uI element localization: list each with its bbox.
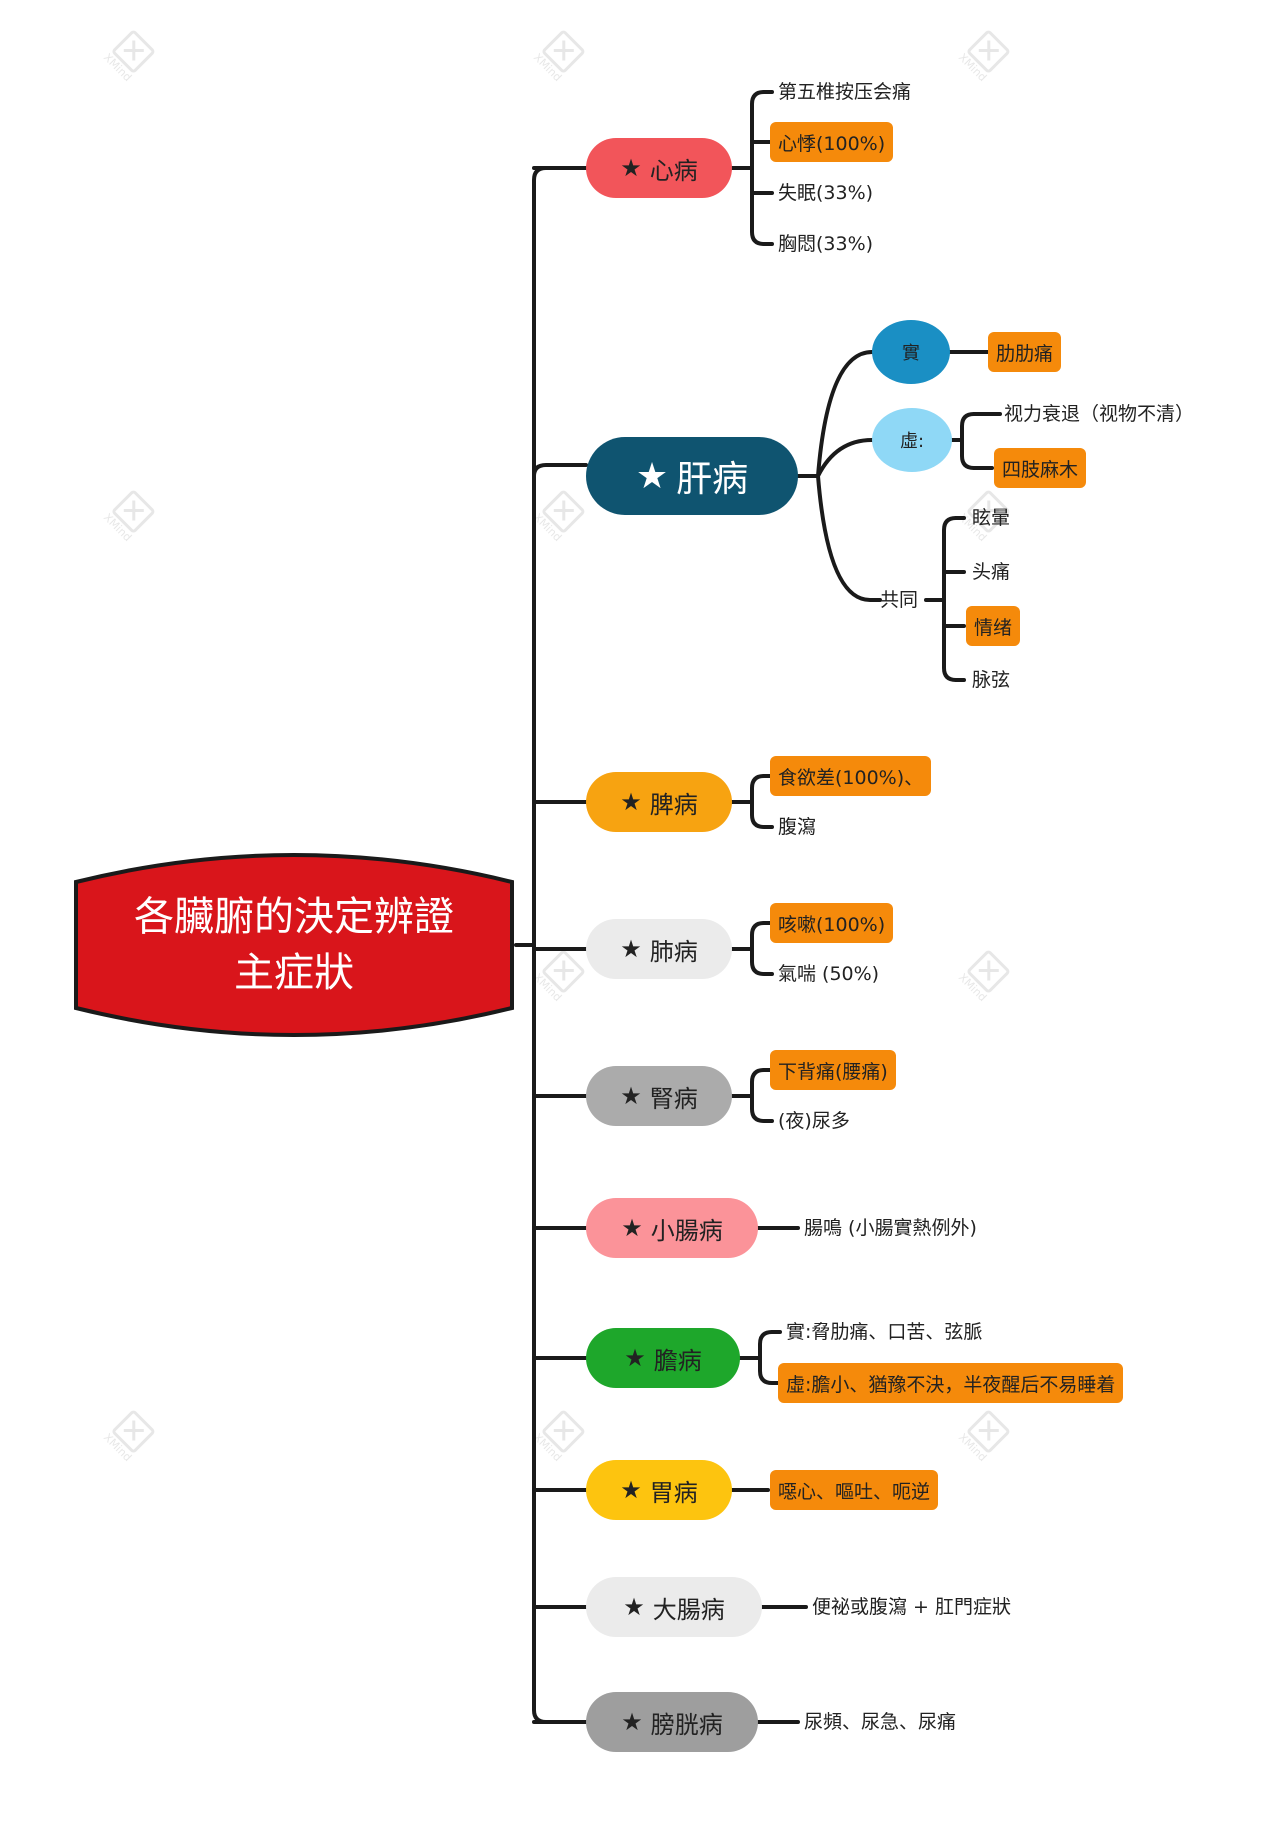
heart-item[interactable]: 失眠(33%) <box>778 182 874 204</box>
large-intestine-item[interactable]: 便祕或腹瀉 + 肛門症狀 <box>812 1596 1011 1618</box>
liver-common-item[interactable]: 脉弦 <box>972 669 1011 691</box>
topic-lung[interactable]: ★肺病 <box>586 919 732 979</box>
lung-item[interactable]: 氣喘 (50%) <box>778 963 880 985</box>
star-icon: ★ <box>620 935 642 963</box>
heart-item-highlight[interactable]: 心悸(100%) <box>770 122 894 162</box>
central-topic[interactable]: 各臟腑的決定辨證 主症狀 <box>72 852 516 1038</box>
central-topic-line-1: 各臟腑的決定辨證 <box>134 894 454 940</box>
topic-kidney[interactable]: ★腎病 <box>586 1066 732 1126</box>
topic-stomach[interactable]: ★胃病 <box>586 1460 732 1520</box>
liver-excess-node[interactable]: 實 <box>872 320 950 384</box>
star-icon: ★ <box>621 1708 643 1736</box>
heart-item[interactable]: 胸悶(33%) <box>778 233 874 255</box>
topic-spleen-label: 脾病 <box>649 790 698 819</box>
small-intestine-item[interactable]: 腸鳴 (小腸實熱例外) <box>804 1217 977 1239</box>
central-topic-line-2: 主症狀 <box>234 950 354 996</box>
star-icon: ★ <box>621 1214 643 1242</box>
topic-liver-label: 肝病 <box>676 459 749 500</box>
liver-common-item-highlight[interactable]: 情绪 <box>966 606 1021 646</box>
topic-liver[interactable]: ★肝病 <box>586 437 798 515</box>
topic-kidney-label: 腎病 <box>649 1084 698 1113</box>
topic-large-intestine-label: 大腸病 <box>652 1595 725 1624</box>
topic-large-intestine[interactable]: ★大腸病 <box>586 1577 762 1637</box>
stomach-item-highlight[interactable]: 噁心、嘔吐、呃逆 <box>770 1470 939 1510</box>
bladder-item[interactable]: 尿頻、尿急、尿痛 <box>804 1711 957 1733</box>
topic-spleen[interactable]: ★脾病 <box>586 772 732 832</box>
topic-heart-label: 心病 <box>649 156 698 185</box>
liver-deficiency-item-highlight[interactable]: 四肢麻木 <box>994 448 1087 488</box>
topic-stomach-label: 胃病 <box>649 1478 698 1507</box>
topic-bladder-label: 膀胱病 <box>650 1710 723 1739</box>
liver-deficiency-item[interactable]: 视力衰退（视物不清） <box>1004 403 1195 425</box>
gallbladder-item[interactable]: 實:脅肋痛、口苦、弦脈 <box>786 1321 983 1343</box>
lung-item-highlight[interactable]: 咳嗽(100%) <box>770 903 894 943</box>
topic-lung-label: 肺病 <box>649 937 698 966</box>
topic-small-intestine[interactable]: ★小腸病 <box>586 1198 758 1258</box>
liver-common-node[interactable]: 共同 <box>880 589 919 611</box>
topic-small-intestine-label: 小腸病 <box>650 1216 723 1245</box>
gallbladder-item-highlight[interactable]: 虛:膽小、猶豫不決，半夜醒后不易睡着 <box>778 1363 1124 1403</box>
spleen-item-highlight[interactable]: 食欲差(100%)、 <box>770 756 932 796</box>
star-icon: ★ <box>620 154 642 182</box>
topic-bladder[interactable]: ★膀胱病 <box>586 1692 758 1752</box>
liver-common-item[interactable]: 头痛 <box>972 561 1011 583</box>
kidney-item[interactable]: (夜)尿多 <box>778 1110 850 1132</box>
topic-gallbladder-label: 膽病 <box>653 1346 702 1375</box>
star-icon: ★ <box>635 455 669 497</box>
star-icon: ★ <box>620 788 642 816</box>
spleen-item[interactable]: 腹瀉 <box>778 816 817 838</box>
star-icon: ★ <box>620 1082 642 1110</box>
liver-excess-item-highlight[interactable]: 肋肋痛 <box>988 332 1062 372</box>
star-icon: ★ <box>624 1344 646 1372</box>
heart-item[interactable]: 第五椎按压会痛 <box>778 81 912 103</box>
star-icon: ★ <box>623 1593 645 1621</box>
topic-heart[interactable]: ★心病 <box>586 138 732 198</box>
central-topic-shape <box>74 853 514 1037</box>
liver-deficiency-node[interactable]: 虛: <box>872 408 952 472</box>
star-icon: ★ <box>620 1476 642 1504</box>
kidney-item-highlight[interactable]: 下背痛(腰痛) <box>770 1050 896 1090</box>
topic-gallbladder[interactable]: ★膽病 <box>586 1328 740 1388</box>
liver-common-item[interactable]: 眩暈 <box>972 507 1011 529</box>
